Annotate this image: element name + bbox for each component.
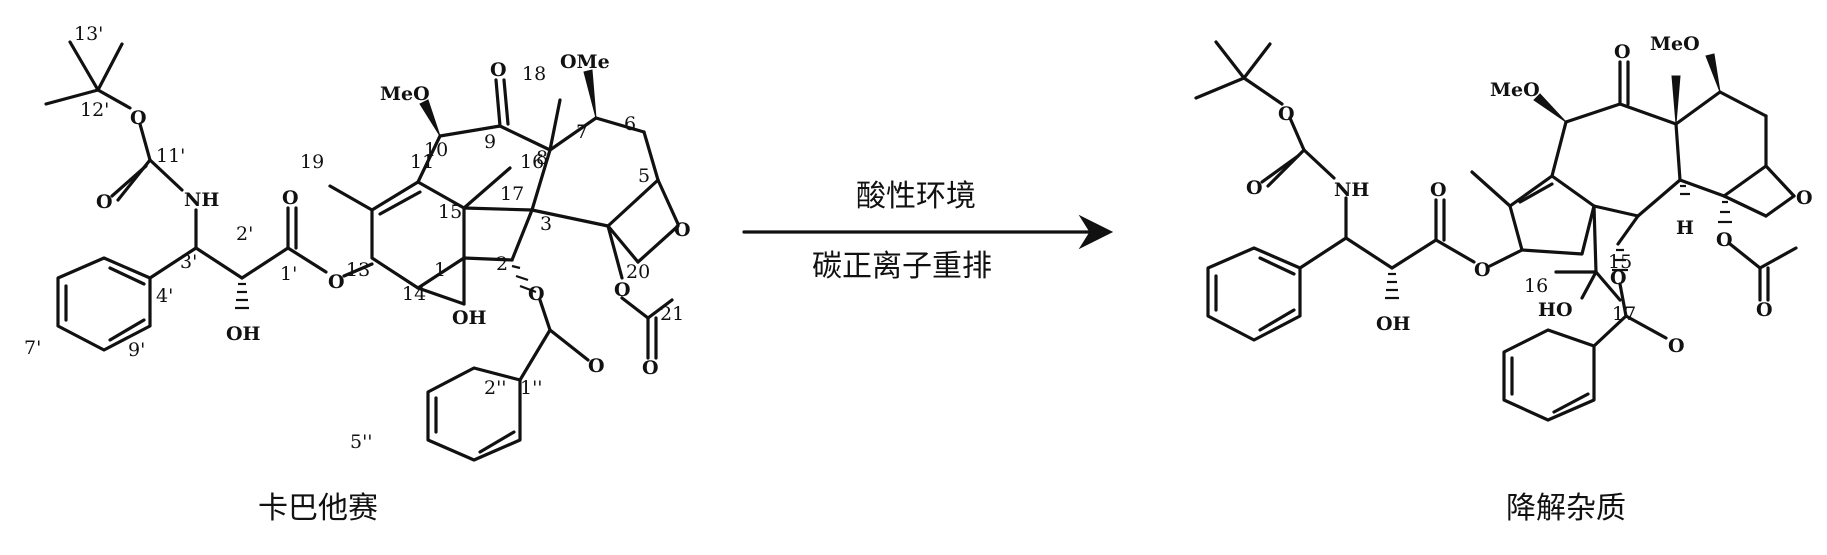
right-locant-15: 15 [1608,251,1632,273]
reaction-arrow: 酸性环境 碳正离子重排 [742,179,1114,284]
locant-2: 2 [496,253,508,275]
right-atom-O-1: O [1278,103,1295,125]
right-atom-O-3: O [1430,179,1447,201]
left-atom-O-oxetane: O [674,219,691,241]
left-atom-O-ester: O [328,271,345,293]
locant-1p: 1' [280,263,297,285]
left-atom-O-bz2: O [588,355,605,377]
locant-9p: 9' [128,339,145,361]
left-atom-O-carb-a: O [130,107,147,129]
locant-12p: 12' [80,99,109,121]
right-atom-O-9: O [1610,267,1627,289]
right-atom-HO: HO [1538,299,1573,321]
right-atom-O-6: O [1796,187,1813,209]
locant-11p: 11' [156,145,185,167]
locant-3: 3 [540,213,552,235]
left-atom-O-carb-b: O [96,191,113,213]
locant-9: 9 [484,131,496,153]
left-molecule [44,40,680,462]
right-molecule [1194,40,1798,422]
left-atom-O-ac: O [642,357,659,379]
right-atom-O-8: O [1756,299,1773,321]
right-labels: MeO MeO NH OH HO H O O O O O O O O O O 1… [1246,33,1813,526]
right-atom-OH-side: OH [1376,313,1411,335]
left-atom-O-side-co: O [282,187,299,209]
locant-18: 18 [522,63,546,85]
condition-top: 酸性环境 [856,179,976,214]
right-atom-MeO-left: MeO [1490,79,1540,101]
left-atom-O-20: O [614,279,631,301]
left-atom-O-bz: O [528,283,545,305]
right-locant-17: 17 [1612,303,1636,325]
left-atom-MeO: MeO [380,83,430,105]
locant-15: 15 [438,201,462,223]
left-atom-OH-side: OH [226,323,261,345]
locant-6: 6 [624,113,636,135]
locant-5: 5 [638,165,650,187]
right-atom-O-7: O [1716,229,1733,251]
locant-13: 13 [346,259,370,281]
left-atom-OH-1: OH [452,307,487,329]
locant-8: 8 [536,147,548,169]
locant-14: 14 [402,283,426,305]
locant-1: 1 [434,259,446,281]
right-atom-O-2: O [1246,177,1263,199]
locant-5pp: 5'' [350,431,373,453]
left-atom-NH: NH [184,189,219,211]
locant-21: 21 [660,303,684,325]
locant-16: 16 [520,151,544,173]
locant-17: 17 [500,183,524,205]
locant-10: 10 [424,139,448,161]
locant-2p: 2' [236,223,253,245]
locant-7p: 7' [24,337,41,359]
locant-4p: 4' [156,285,173,307]
right-atom-NH: NH [1334,179,1369,201]
right-atom-H: H [1676,217,1694,239]
left-molecule-name: 卡巴他赛 [258,491,378,526]
right-atom-MeO-top: MeO [1650,33,1700,55]
right-atom-O-4: O [1474,259,1491,281]
locant-7: 7 [576,121,588,143]
right-molecule-name: 降解杂质 [1506,491,1626,526]
locant-2pp: 2'' [484,377,507,399]
locant-3p: 3' [180,251,197,273]
locant-1pp: 1'' [520,377,543,399]
locant-20: 20 [626,261,650,283]
locant-19: 19 [300,151,324,173]
left-labels: OMe MeO O NH OH OH O O O O O O O O O 13'… [24,23,691,526]
right-locant-16: 16 [1524,275,1548,297]
left-atom-O9: O [490,59,507,81]
right-atom-O-5: O [1614,41,1631,63]
condition-bottom: 碳正离子重排 [812,249,992,284]
locant-13p: 13' [74,23,103,45]
locant-11: 11 [410,151,434,173]
left-atom-OMe: OMe [560,51,610,73]
right-atom-O-10: O [1668,335,1685,357]
